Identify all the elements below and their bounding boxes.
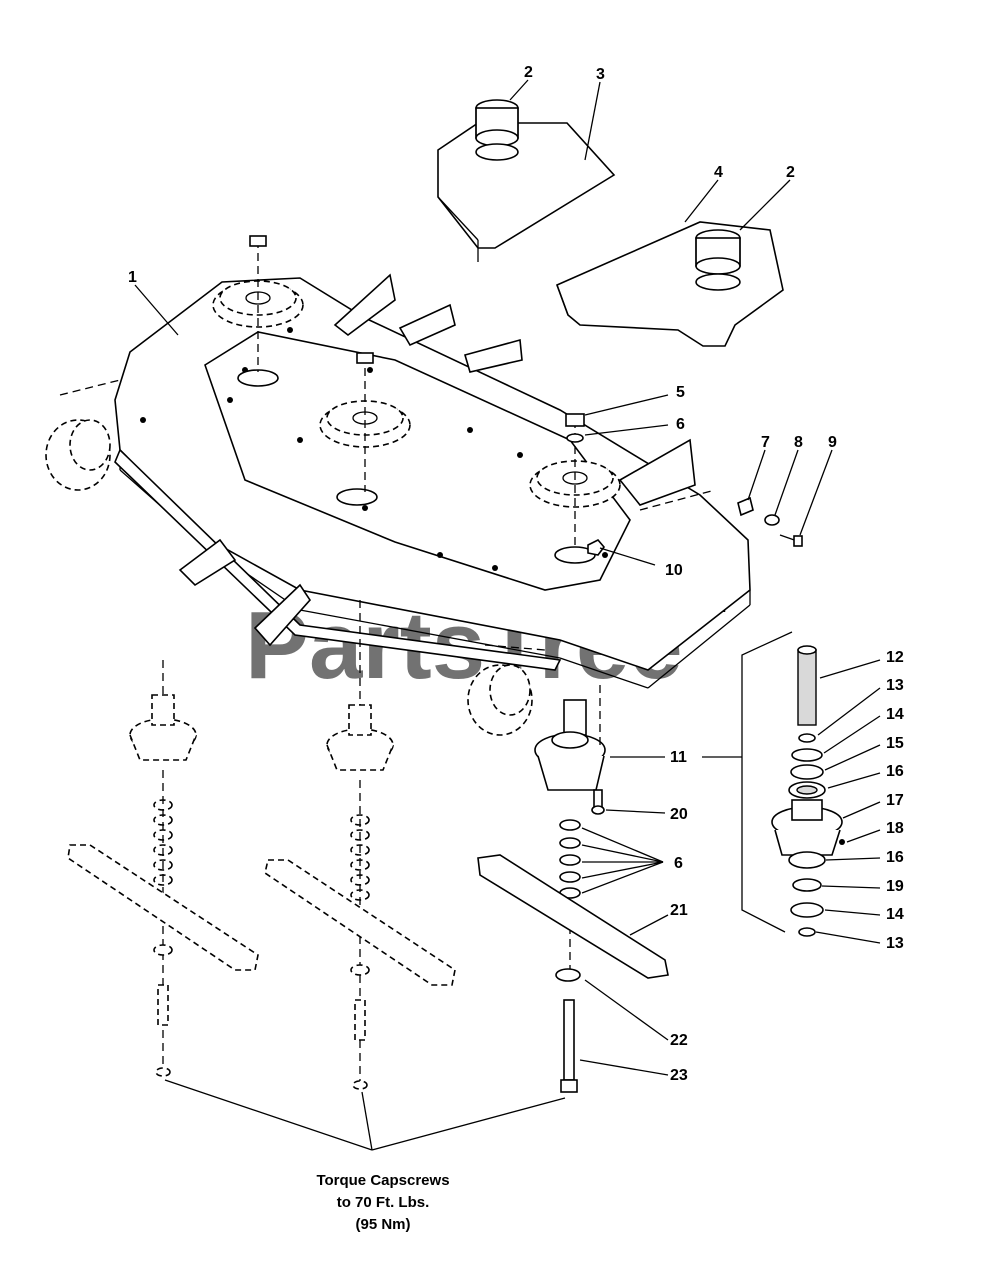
callout-2: 2 bbox=[786, 164, 795, 181]
torque-note-line-3: (95 Nm) bbox=[355, 1216, 410, 1233]
callout-11: 11 bbox=[670, 749, 687, 766]
torque-note: Torque Capscrews to 70 Ft. Lbs. (95 Nm) bbox=[316, 1172, 449, 1233]
bumper-2-right bbox=[695, 229, 741, 291]
spindle-exploded-view bbox=[741, 631, 845, 937]
callout-6: 6 bbox=[676, 416, 685, 433]
bolt-right bbox=[555, 968, 581, 1093]
bumper-2-left bbox=[475, 99, 519, 161]
leader-lines bbox=[134, 79, 881, 1151]
callout-4: 4 bbox=[714, 164, 723, 181]
spindle-right bbox=[534, 685, 606, 815]
pulley-left bbox=[212, 235, 304, 372]
mower-deck bbox=[114, 273, 751, 689]
caster-wheel-right bbox=[467, 644, 546, 736]
pulley-center bbox=[319, 352, 411, 492]
callout-10: 10 bbox=[665, 562, 683, 579]
callout-22: 22 bbox=[670, 1032, 688, 1049]
callout-14: 14 bbox=[886, 706, 904, 723]
callout-14: 14 bbox=[886, 906, 904, 923]
callouts: 1 2 3 4 2 5 6 7 8 9 10 11 20 6 21 22 23 … bbox=[128, 64, 904, 1084]
nut-10 bbox=[587, 539, 606, 556]
blade-right bbox=[477, 854, 669, 979]
callout-7: 7 bbox=[761, 434, 770, 451]
callout-9: 9 bbox=[828, 434, 837, 451]
callout-12: 12 bbox=[886, 649, 904, 666]
callout-8: 8 bbox=[794, 434, 803, 451]
spindle-left bbox=[129, 660, 197, 761]
torque-note-line-1: Torque Capscrews bbox=[316, 1172, 449, 1189]
callout-1: 1 bbox=[128, 269, 137, 286]
pulley-right bbox=[529, 413, 621, 550]
callout-3: 3 bbox=[596, 66, 605, 83]
callout-17: 17 bbox=[886, 792, 904, 809]
blade-left bbox=[67, 844, 259, 971]
belt-cover-right bbox=[555, 221, 784, 347]
callout-13: 13 bbox=[886, 935, 904, 952]
callout-16: 16 bbox=[886, 763, 904, 780]
bolt-center bbox=[350, 964, 370, 1090]
callout-18: 18 bbox=[886, 820, 904, 837]
callout-13: 13 bbox=[886, 677, 904, 694]
spacers-right bbox=[559, 819, 581, 970]
torque-note-line-2: to 70 Ft. Lbs. bbox=[337, 1194, 430, 1211]
spindle-center bbox=[326, 600, 394, 771]
bolt-left bbox=[153, 944, 173, 1077]
blade-center bbox=[264, 859, 456, 986]
caster-wheel-left bbox=[45, 379, 121, 491]
callout-15: 15 bbox=[886, 735, 904, 752]
callout-21: 21 bbox=[670, 902, 688, 919]
callout-20: 20 bbox=[670, 806, 688, 823]
callout-19: 19 bbox=[886, 878, 904, 895]
callout-23: 23 bbox=[670, 1067, 688, 1084]
hardware-7-8-9 bbox=[639, 489, 803, 547]
callout-6: 6 bbox=[674, 855, 683, 872]
callout-16: 16 bbox=[886, 849, 904, 866]
callout-2: 2 bbox=[524, 64, 533, 81]
callout-5: 5 bbox=[676, 384, 685, 401]
